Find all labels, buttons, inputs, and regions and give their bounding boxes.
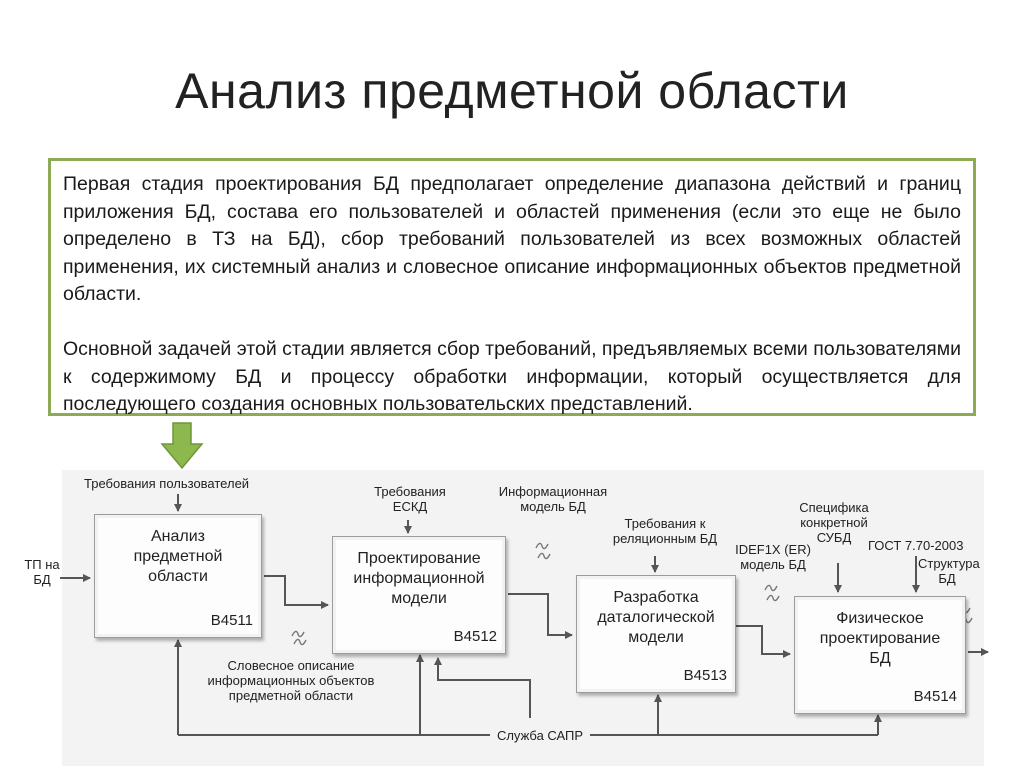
process-box-b4513: Разработка даталогической модели В4513 bbox=[576, 575, 736, 693]
process-box-name: Проектирование информационной модели bbox=[353, 550, 485, 607]
process-box-code: В4514 bbox=[913, 688, 957, 705]
description-box: Первая стадия проектирования БД предпола… bbox=[48, 158, 976, 416]
label-dbms-specifics: Специфика конкретной СУБД bbox=[799, 500, 869, 545]
process-box-b4511: Анализ предметной области В4511 bbox=[94, 514, 262, 638]
process-box-code: В4512 bbox=[453, 628, 497, 645]
label-info-model: Информационная модель БД bbox=[498, 484, 608, 514]
down-arrow-icon bbox=[160, 422, 204, 470]
process-box-code: В4511 bbox=[210, 612, 253, 629]
process-box-b4514: Физическое проектирование БД В4514 bbox=[794, 596, 966, 714]
process-box-name: Разработка даталогической модели bbox=[597, 589, 715, 646]
label-tp-bd: ТП на БД bbox=[24, 557, 60, 587]
process-box-code: В4513 bbox=[683, 667, 727, 684]
label-relational-requirements: Требования к реляционным БД bbox=[612, 516, 718, 546]
label-idef1x-model: IDEF1X (ER) модель БД bbox=[735, 542, 811, 572]
process-box-b4512: Проектирование информационной модели В45… bbox=[332, 536, 506, 654]
description-paragraph-1: Первая стадия проектирования БД предпола… bbox=[63, 173, 961, 306]
process-box-name: Физическое проектирование БД bbox=[819, 610, 941, 667]
label-eskd-requirements: Требования ЕСКД bbox=[374, 484, 446, 514]
label-db-structure: Структура БД bbox=[918, 556, 980, 586]
label-user-requirements: Требования пользователей bbox=[84, 476, 250, 491]
label-cad-service: Служба САПР bbox=[490, 728, 590, 743]
description-paragraph-2: Основной задачей этой стадии является сб… bbox=[63, 337, 961, 416]
label-gost: ГОСТ 7.70-2003 bbox=[868, 538, 964, 553]
process-box-name: Анализ предметной области bbox=[133, 528, 223, 585]
label-verbal-description: Словесное описание информационных объект… bbox=[207, 658, 375, 703]
page-title: Анализ предметной области bbox=[175, 63, 849, 119]
